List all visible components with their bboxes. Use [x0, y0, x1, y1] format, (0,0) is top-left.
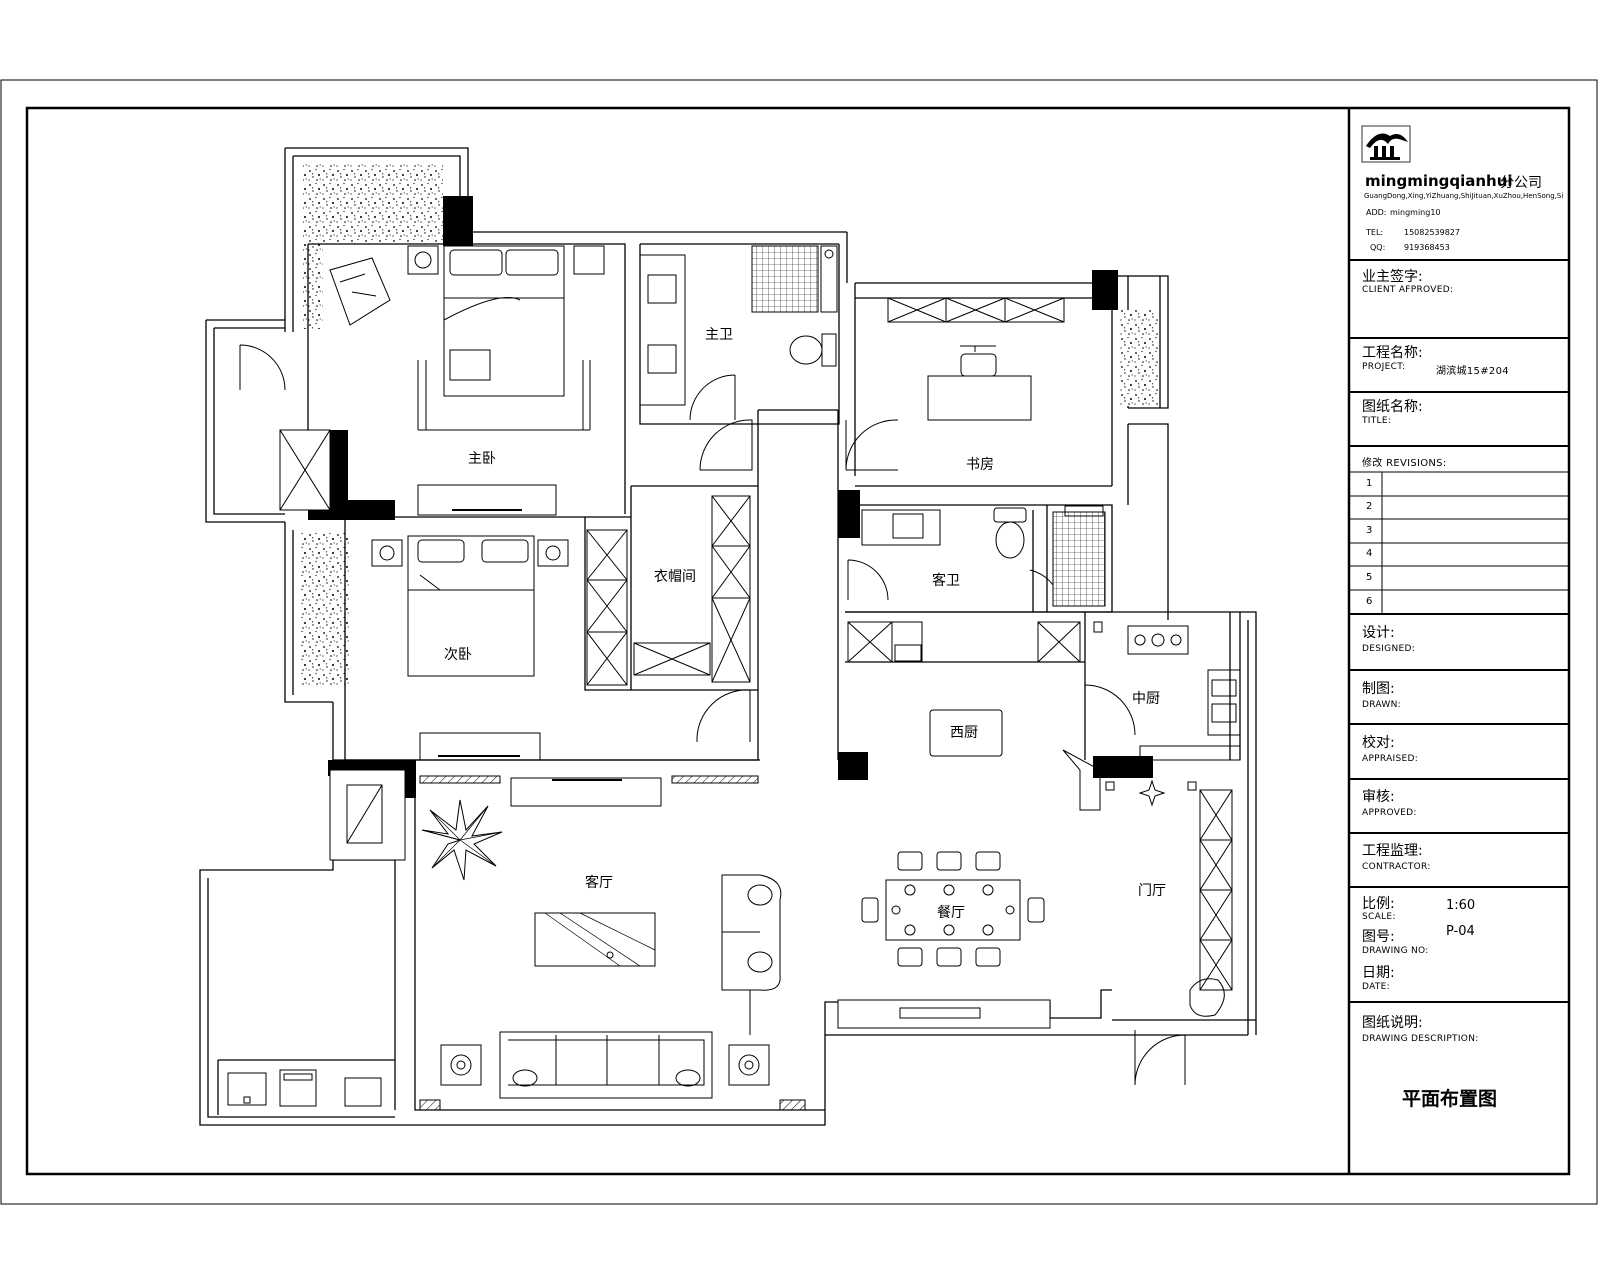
company-logo [1361, 125, 1411, 163]
drawn-label-en: DRAWN: [1362, 700, 1401, 710]
scale-label: 比例: [1362, 896, 1395, 912]
appraised-label-en: APPRAISED: [1362, 754, 1419, 764]
approved-label: 审核: [1362, 789, 1395, 805]
date-label: 日期: [1362, 965, 1395, 981]
contractor-label: 工程监理: [1362, 843, 1423, 859]
drawing-no-label-en: DRAWING NO: [1362, 946, 1429, 956]
designed-label-en: DESIGNED: [1362, 644, 1416, 654]
revision-3: 3 [1366, 525, 1373, 536]
master-tv-cabinet [417, 484, 557, 516]
revision-6: 6 [1366, 596, 1373, 607]
qq-label: QQ: [1370, 243, 1386, 252]
kitchen-cabinets [847, 621, 1241, 761]
room-label-dining-room: 餐厅 [935, 902, 967, 922]
inner-frame [25, 106, 1571, 1176]
study-furniture [887, 297, 1065, 421]
revision-1: 1 [1366, 478, 1373, 489]
scale-value: 1:60 [1446, 898, 1476, 913]
room-label-chinese-kitchen: 中厨 [1132, 691, 1160, 707]
revision-4: 4 [1366, 548, 1373, 559]
company-address: GuangDong,Xing,YiZhuang,ShiJituan,XuZhou… [1364, 192, 1564, 200]
second-bed [371, 535, 569, 761]
doors [239, 344, 1186, 1086]
approved-label-en: APPROVED: [1362, 808, 1417, 818]
title-block-grid [1349, 259, 1569, 1003]
appraised-label: 校对: [1362, 735, 1395, 751]
room-label-master-bedroom: 主卧 [468, 451, 496, 467]
room-label-study: 书房 [966, 457, 994, 473]
foyer-furniture [1105, 779, 1233, 1017]
room-label-walk-in-closet: 衣帽间 [654, 569, 696, 585]
company-suffix: 分公司 [1500, 175, 1542, 191]
qq-value: 919368453 [1404, 243, 1450, 252]
closet-furniture [586, 495, 751, 686]
dining-table [861, 851, 1045, 967]
master-bath-fixtures [639, 245, 838, 406]
title-label-en: TITLE: [1362, 416, 1392, 426]
windows [279, 429, 1051, 1111]
tel-value: 15082539827 [1404, 228, 1460, 237]
add-value: mingming10 [1390, 208, 1441, 217]
walls [199, 147, 1257, 1126]
add-label: ADD: [1366, 208, 1387, 217]
room-label-western-kitchen: 西厨 [950, 725, 978, 741]
drawing-no-value: P-04 [1446, 924, 1475, 939]
master-bed [329, 245, 605, 431]
scale-label-en: SCALE: [1362, 912, 1396, 922]
designed-label: 设计: [1362, 625, 1395, 641]
project-value: 湖滨城15#204 [1436, 366, 1509, 377]
room-label-guest-bath: 客卫 [932, 573, 960, 589]
guest-bath-fixtures [861, 505, 1106, 607]
revisions-label: 修改 REVISIONS: [1362, 458, 1447, 469]
description-label: 图纸说明: [1362, 1015, 1423, 1031]
room-label-living-room: 客厅 [585, 875, 613, 891]
drawn-label: 制图: [1362, 681, 1395, 697]
title-label: 图纸名称: [1362, 399, 1423, 415]
tel-label: TEL: [1366, 228, 1384, 237]
drawing-title: 平面布置图 [1402, 1088, 1498, 1110]
revision-2: 2 [1366, 501, 1373, 512]
company-name: mingmingqianhui [1365, 172, 1513, 190]
contractor-label-en: CONTRACTOR: [1362, 862, 1431, 872]
outer-frame [0, 79, 1598, 1205]
description-label-en: DRAWING DESCRIPTION: [1362, 1034, 1479, 1044]
room-label-second-bedroom: 次卧 [444, 647, 472, 663]
project-label-en: PROJECT: [1362, 362, 1406, 372]
room-label-foyer: 门厅 [1138, 883, 1166, 899]
living-room-furniture [227, 799, 782, 1107]
client-label: 业主签字: [1362, 269, 1423, 285]
revision-5: 5 [1366, 572, 1373, 583]
room-label-master-bath: 主卫 [705, 327, 733, 343]
project-label: 工程名称: [1362, 345, 1423, 361]
structural-columns [308, 196, 1153, 798]
date-label-en: DATE: [1362, 982, 1390, 992]
drawing-no-label: 图号: [1362, 929, 1395, 945]
client-label-en: CLIENT AFPROVED: [1362, 285, 1454, 295]
